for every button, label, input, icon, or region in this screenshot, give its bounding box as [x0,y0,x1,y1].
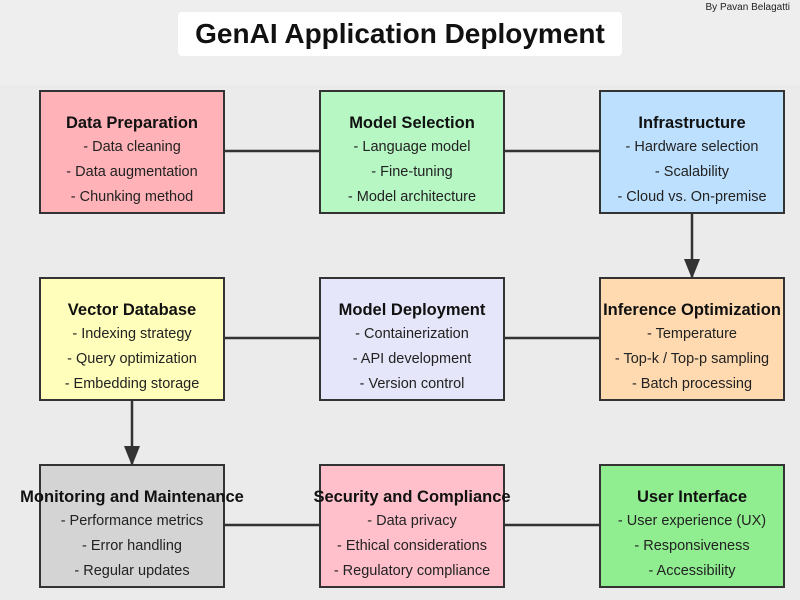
box-inference-optimization: Inference Optimization - Temperature - T… [599,277,785,401]
box-item: - Batch processing [631,376,753,392]
box-title: User Interface [636,488,748,506]
box-model-selection: Model Selection - Language model - Fine-… [319,90,505,214]
box-item: - Data privacy [367,513,457,529]
box-model-deployment: Model Deployment - Containerization - AP… [319,277,505,401]
box-item: - Version control [359,376,465,392]
page-title: GenAI Application Deployment [178,12,622,56]
box-item: - Embedding storage [64,376,200,392]
box-item: - Containerization [355,326,469,342]
box-item: - Temperature [647,326,737,342]
box-security-and-compliance: Security and Compliance - Data privacy -… [313,464,511,588]
box-item: - Performance metrics [60,513,204,529]
box-item: - Hardware selection [625,139,759,155]
box-item: - Cloud vs. On-premise [617,189,767,205]
author-credit: By Pavan Belagatti [705,2,791,13]
arrowhead-icon [684,259,700,279]
box-title: Security and Compliance [313,488,511,506]
box-item: - Responsiveness [634,538,750,554]
box-item: - Fine-tuning [371,164,453,180]
box-item: - Ethical considerations [337,538,487,554]
box-item: - Query optimization [67,351,197,367]
connector-infrastructure-to-inference-optimization [684,214,700,279]
box-item: - API development [352,351,472,367]
box-item: - Regulatory compliance [333,563,491,579]
box-item: - Top-k / Top-p sampling [614,351,770,367]
box-item: - Chunking method [70,189,194,205]
box-item: - Scalability [654,164,730,180]
box-item: - Data augmentation [66,164,198,180]
box-title: Vector Database [67,301,197,319]
box-item: - Language model [353,139,471,155]
box-infrastructure: Infrastructure - Hardware selection - Sc… [599,90,785,214]
box-item: - Regular updates [74,563,190,579]
box-item: - Accessibility [648,563,736,579]
box-title: Infrastructure [638,114,746,132]
box-vector-database: Vector Database - Indexing strategy - Qu… [39,277,225,401]
arrowhead-icon [124,446,140,466]
box-item: - Model architecture [347,189,477,205]
box-user-interface: User Interface - User experience (UX) - … [599,464,785,588]
box-title: Model Deployment [338,301,486,319]
box-monitoring-and-maintenance: Monitoring and Maintenance - Performance… [20,464,244,588]
box-item: - User experience (UX) [617,513,767,529]
connector-vector-database-to-monitoring-and-maintenance [124,401,140,466]
box-title: Monitoring and Maintenance [20,488,244,506]
box-title: Data Preparation [65,114,199,132]
box-item: - Data cleaning [83,139,181,155]
box-title: Model Selection [349,114,475,132]
box-title: Inference Optimization [603,301,781,319]
box-item: - Error handling [82,538,182,554]
box-data-preparation: Data Preparation - Data cleaning - Data … [39,90,225,214]
box-item: - Indexing strategy [72,326,192,342]
